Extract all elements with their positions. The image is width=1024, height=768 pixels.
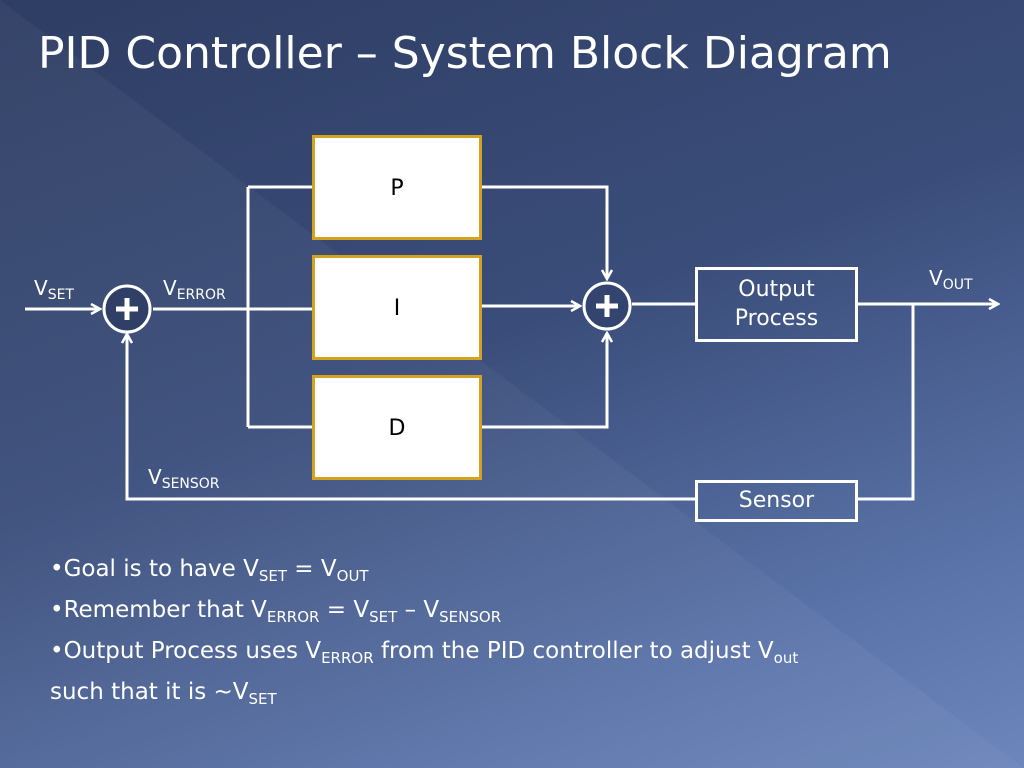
output-process-block: Output Process [695, 267, 858, 342]
sensor-block: Sensor [695, 480, 858, 522]
vset-label: VSET [34, 276, 74, 303]
p-block-label: P [390, 176, 404, 201]
feedback-line [857, 304, 915, 501]
d-block-label: D [388, 416, 406, 441]
p-block: P [312, 135, 482, 240]
verror-label: VERROR [163, 276, 226, 303]
vout-label: VOUT [929, 266, 973, 293]
vsensor-label: VSENSOR [148, 465, 220, 492]
bullet-remember: •Remember that VERROR = VSET – VSENSOR [50, 597, 502, 626]
d-block: D [312, 375, 482, 480]
slide-title: PID Controller – System Block Diagram [38, 28, 892, 79]
summing-junction-1 [102, 284, 152, 334]
p-output-line [480, 185, 607, 279]
d-output-line [480, 333, 607, 429]
summing-junction-2 [582, 281, 632, 331]
i-block: I [312, 255, 482, 360]
bullet-output-process: •Output Process uses VERROR from the PID… [50, 638, 799, 667]
i-block-label: I [393, 296, 401, 321]
bullet-output-process-cont: such that it is ~VSET [50, 679, 277, 708]
bullet-list: •Goal is to have VSET = VOUT •Remember t… [50, 552, 950, 716]
bullet-goal: •Goal is to have VSET = VOUT [50, 556, 369, 585]
sensor-feedback-line [127, 334, 697, 501]
